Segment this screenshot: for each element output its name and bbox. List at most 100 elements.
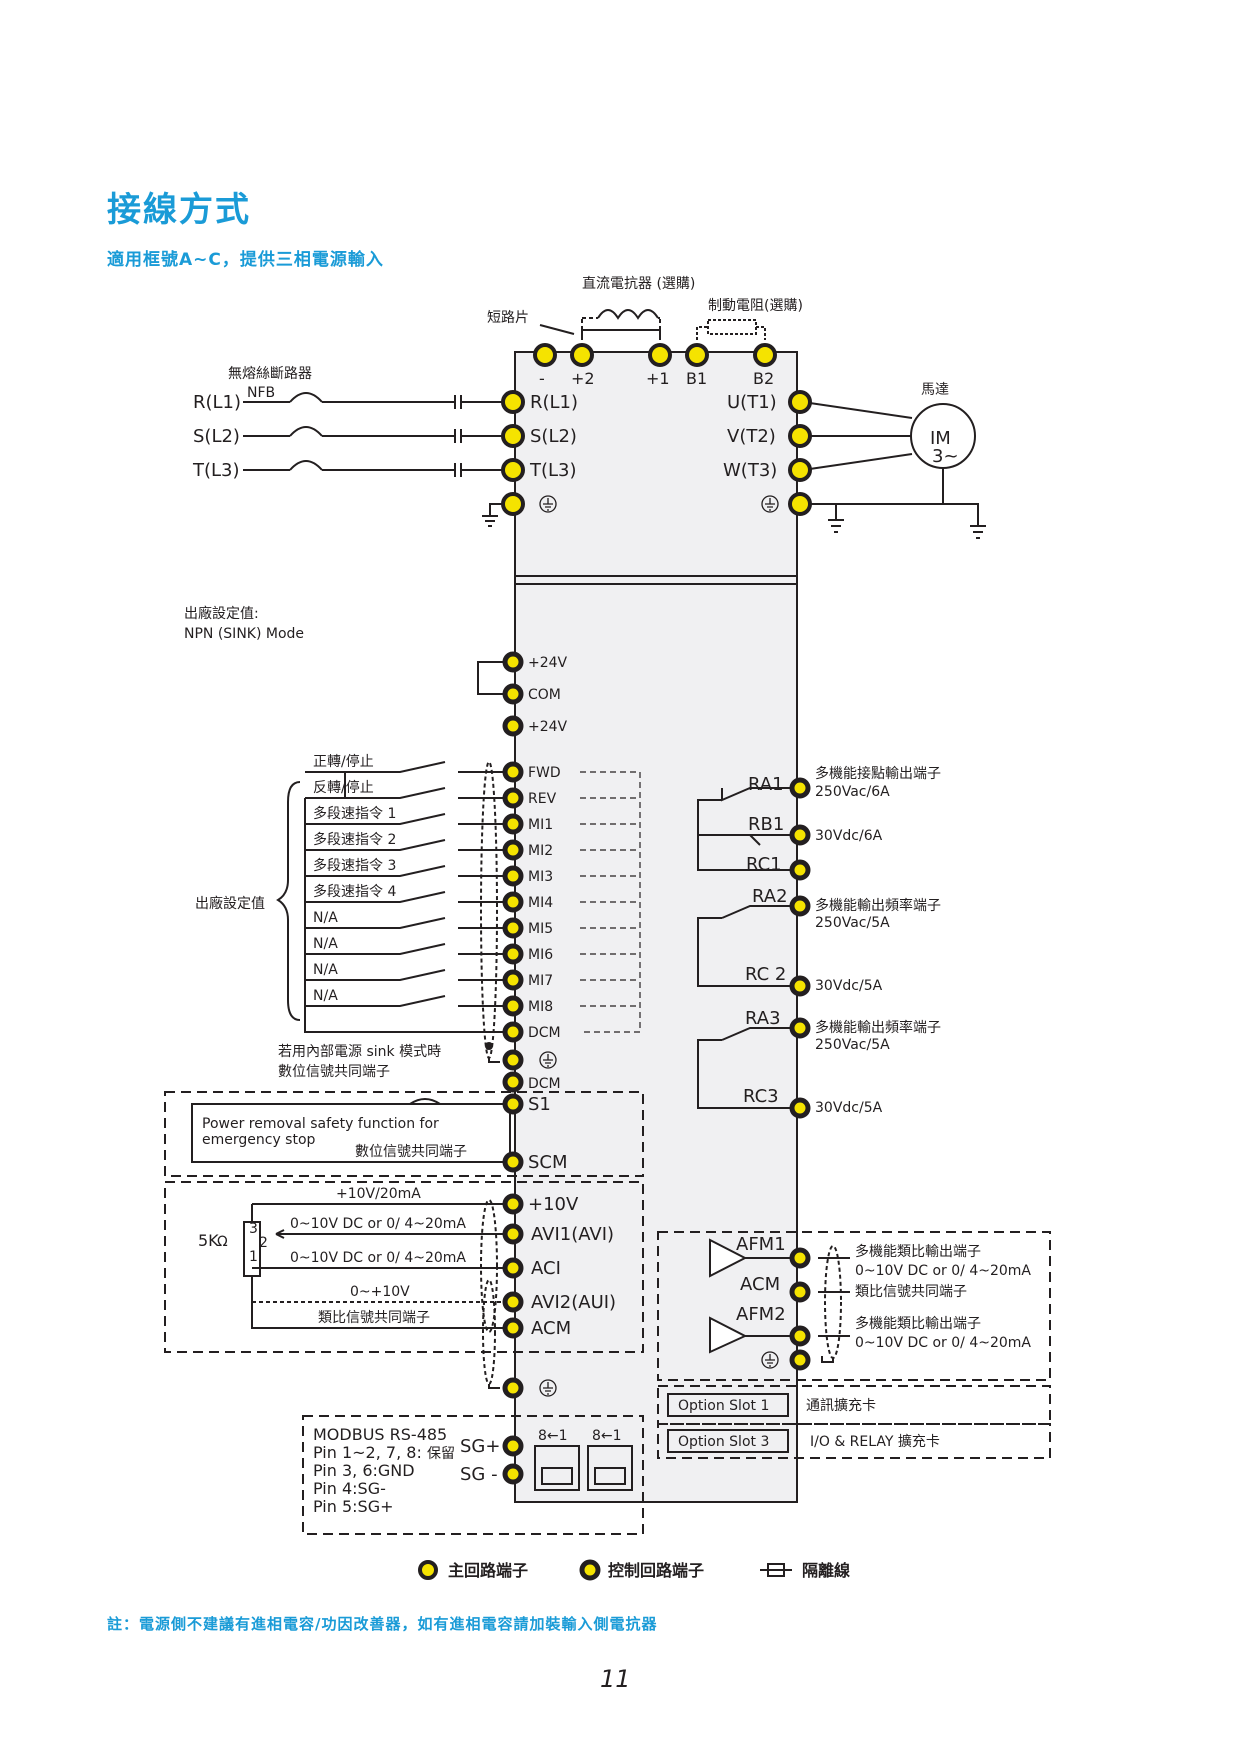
relay-desc-7: 250Vac/5A [815,1037,890,1053]
di-label-0: 正轉/停止 [313,753,374,770]
term-s1: S1 [528,1094,551,1115]
ao-desc-4: 0~10V DC or 0/ 4~20mA [855,1335,1031,1351]
motor-title: 馬達 [921,382,949,398]
ao-term-afm2: AFM2 [736,1304,786,1325]
output-u: U(T1) [727,392,777,413]
relay-desc-0: 多機能接點輸出端子 [815,765,941,782]
relay-rc2: RC 2 [745,964,786,985]
dc-term-b2: B2 [753,369,774,388]
dc-term-minus: - [539,369,545,388]
drive-input-r: R(L1) [530,392,578,413]
modbus-pin-3: Pin 4:SG- [313,1479,386,1498]
di-label-2: 多段速指令 1 [313,805,396,822]
rj45-label-1: 8←1 [538,1428,568,1444]
legend-shield: 隔離線 [802,1561,850,1580]
nfb-title: 無熔絲斷路器 [228,366,312,382]
brake-resistor-label: 制動電阻(選購) [708,298,803,314]
input-r: R(L1) [193,392,241,413]
pot-pin-2: 2 [259,1235,268,1251]
ohm-icon: Ω [217,1234,228,1250]
ai-term-aci: ACI [531,1258,561,1279]
main-terminals [501,343,812,516]
ai-label-3: 0~+10V [350,1284,410,1300]
relay-rc1: RC1 [746,854,782,875]
modbus-pin-1: Pin 1~2, 7, 8: [313,1443,422,1462]
di-label-9: N/A [313,988,338,1004]
di-term-dcm: DCM [528,1025,561,1041]
relay-ra3: RA3 [745,1008,781,1029]
di-label-3: 多段速指令 2 [313,831,396,848]
ao-desc-0: 多機能類比輸出端子 [855,1243,981,1260]
term-dcm-2: DCM [528,1076,561,1092]
output-w: W(T3) [723,460,777,481]
rj45-label-2: 8←1 [592,1428,622,1444]
di-term-mi7: MI7 [528,973,553,989]
dc-reactor-label: 直流電抗器 (選購) [582,275,695,292]
di-term-mi2: MI2 [528,843,553,859]
term-24v-2: +24V [528,719,568,735]
ai-term-10v: +10V [528,1194,579,1215]
ai-label-1: 0~10V DC or 0/ 4~20mA [290,1216,466,1232]
dc-term-p1: +1 [646,369,670,388]
relay-ra1: RA1 [748,774,784,795]
ao-term-afm1: AFM1 [736,1234,786,1255]
di-label-4: 多段速指令 3 [313,857,396,874]
ao-desc-3: 多機能類比輸出端子 [855,1315,981,1332]
relay-desc-5: 30Vdc/5A [815,978,883,994]
di-label-7: N/A [313,936,338,952]
modbus-title: MODBUS RS-485 [313,1425,447,1444]
factory-setting-label: 出廠設定值: [184,605,259,622]
option-slot-3: Option Slot 3 [678,1434,769,1450]
relay-rc3: RC3 [743,1086,779,1107]
safety-common: 數位信號共同端子 [355,1144,467,1160]
modbus-pin-2: Pin 3, 6:GND [313,1461,415,1480]
di-term-mi8: MI8 [528,999,553,1015]
di-label-5: 多段速指令 4 [313,883,396,900]
drive-input-t: T(L3) [529,460,577,481]
pot-pin-3: 3 [249,1221,258,1237]
relay-desc-2: 30Vdc/6A [815,828,883,844]
ai-term-avi2: AVI2(AUI) [531,1292,616,1313]
ao-desc-1: 0~10V DC or 0/ 4~20mA [855,1263,1031,1279]
input-s: S(L2) [193,426,240,447]
ao-term-acm: ACM [740,1274,780,1295]
relay-desc-1: 250Vac/6A [815,784,890,800]
dc-term-p2: +2 [571,369,595,388]
output-v: V(T2) [727,426,776,447]
di-term-mi4: MI4 [528,895,553,911]
di-term-mi5: MI5 [528,921,553,937]
di-term-rev: REV [528,791,557,807]
modbus-reserved: 保留 [427,1446,455,1462]
drive-input-s: S(L2) [530,426,577,447]
footnote: 註：電源側不建議有進相電容/功因改善器，如有進相電容請加裝輸入側電抗器 [107,1615,658,1633]
option-slot-1-desc: 通訊擴充卡 [806,1397,876,1414]
relay-desc-3: 多機能輸出頻率端子 [815,897,941,914]
relay-desc-4: 250Vac/5A [815,915,890,931]
relay-desc-8: 30Vdc/5A [815,1100,883,1116]
ai-label-4: 類比信號共同端子 [318,1310,430,1326]
term-scm: SCM [528,1152,568,1173]
ao-desc-2: 類比信號共同端子 [855,1284,967,1300]
safety-label-1: Power removal safety function for [202,1116,439,1132]
input-t: T(L3) [192,460,240,481]
legend-main: 主回路端子 [448,1561,528,1580]
di-term-fwd: FWD [528,765,561,781]
npn-mode-label: NPN (SINK) Mode [184,626,304,642]
safety-label-2: emergency stop [202,1132,316,1148]
jumper-label: 短路片 [487,310,529,326]
page-number: 11 [600,1665,631,1693]
sink-note-1: 若用內部電源 sink 模式時 [278,1044,441,1060]
term-sg-minus: SG - [460,1464,498,1485]
di-label-8: N/A [313,962,338,978]
term-com: COM [528,687,561,703]
option-slot-1: Option Slot 1 [678,1398,769,1414]
ai-term-acm: ACM [531,1318,571,1339]
sink-note-2: 數位信號共同端子 [278,1064,390,1080]
relay-desc-6: 多機能輸出頻率端子 [815,1019,941,1036]
di-label-6: N/A [313,910,338,926]
motor-label-1: IM [930,428,951,449]
motor-label-2: 3~ [932,446,959,467]
di-term-mi1: MI1 [528,817,553,833]
